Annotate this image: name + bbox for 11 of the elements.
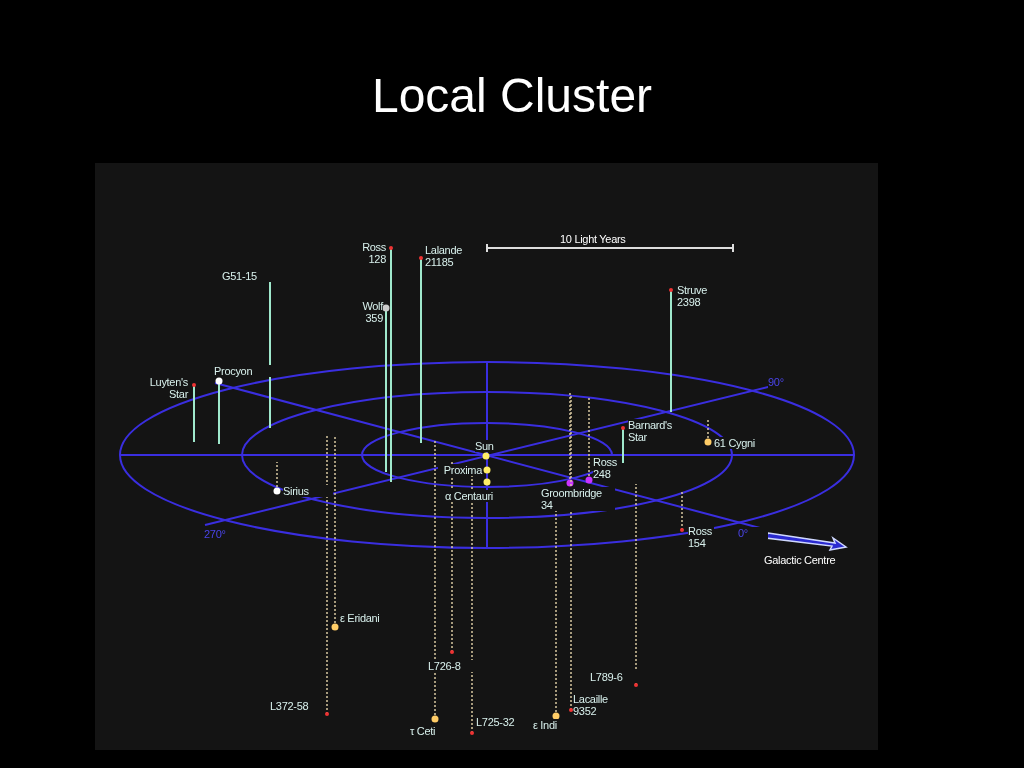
star-label: G51-15 — [222, 270, 272, 282]
star-label: Sirius — [283, 485, 333, 497]
star-label: Ross 154 — [688, 525, 714, 549]
star-label: Procyon — [214, 365, 274, 377]
star-label: Sun — [475, 440, 497, 452]
star-label: L789-6 — [590, 671, 638, 683]
star-label: Ross 248 — [593, 456, 617, 480]
angle-label: 0° — [738, 527, 768, 539]
star-label: Groombridge 34 — [541, 487, 615, 511]
title: Local Cluster — [370, 68, 654, 124]
star-label: Proxima — [438, 464, 482, 476]
